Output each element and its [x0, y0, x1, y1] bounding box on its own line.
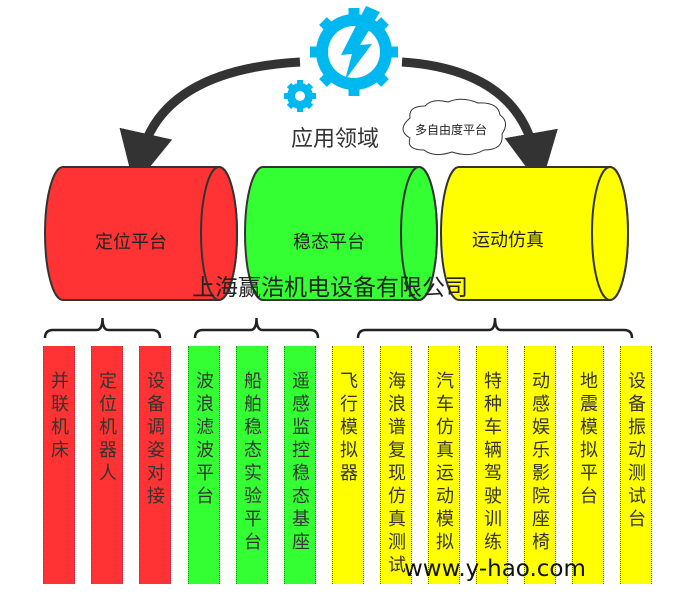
cylinder-cap-1	[400, 166, 438, 301]
arrow-right	[401, 57, 558, 187]
application-banner: 并联机床	[43, 346, 75, 584]
category-label-2: 运动仿真	[472, 230, 544, 251]
category-label-1: 稳态平台	[293, 232, 365, 253]
application-banner: 船舶稳态实验平台	[236, 346, 268, 584]
application-banner-label: 设备振动测试台	[628, 371, 646, 530]
application-banner-label: 飞行模拟器	[340, 371, 358, 484]
bracket-2	[356, 317, 634, 339]
application-banner: 飞行模拟器	[332, 346, 364, 584]
cloud-label: 多自由度平台	[415, 123, 488, 137]
bracket-1	[193, 317, 320, 339]
application-banner: 汽车仿真运动模拟	[428, 346, 460, 584]
application-banner: 定位机器人	[91, 346, 123, 584]
application-banner: 海浪谱复现仿真测试	[380, 346, 412, 584]
company-name: 上海赢浩机电设备有限公司	[192, 275, 468, 301]
bracket-0	[43, 317, 162, 339]
application-banner-label: 遥感监控稳态基座	[292, 371, 310, 553]
application-banner-label: 地震模拟平台	[580, 371, 598, 507]
arrow-left	[119, 57, 301, 187]
cloud-shape	[402, 98, 506, 156]
application-banner: 波浪滤波平台	[188, 346, 220, 584]
application-banner: 设备振动测试台	[620, 346, 652, 584]
application-banner: 地震模拟平台	[572, 346, 604, 584]
application-banner-label: 特种车辆驾驶训练	[484, 371, 502, 553]
application-banner: 遥感监控稳态基座	[284, 346, 316, 584]
gear-lightning-icon	[310, 6, 398, 96]
application-banner-label: 海浪谱复现仿真测试	[388, 371, 406, 576]
application-banner-label: 设备调姿对接	[147, 371, 165, 507]
application-banner-label: 波浪滤波平台	[196, 371, 214, 507]
title-label: 应用领域	[291, 127, 380, 152]
application-banner: 动感娱乐影院座椅	[524, 346, 556, 584]
website-link[interactable]: www.y-hao.com	[404, 556, 586, 582]
application-banner: 特种车辆驾驶训练	[476, 346, 508, 584]
application-banner-label: 汽车仿真运动模拟	[436, 371, 454, 553]
small-gear-icon	[284, 80, 316, 112]
application-banner-label: 船舶稳态实验平台	[244, 371, 262, 553]
application-banner-label: 定位机器人	[99, 371, 117, 484]
application-banner-label: 并联机床	[51, 371, 69, 461]
application-banner-label: 动感娱乐影院座椅	[532, 371, 550, 553]
category-label-0: 定位平台	[95, 232, 167, 253]
application-banner: 设备调姿对接	[139, 346, 171, 584]
cylinder-cap-2	[591, 166, 629, 301]
cylinder-cap-0	[200, 166, 238, 301]
